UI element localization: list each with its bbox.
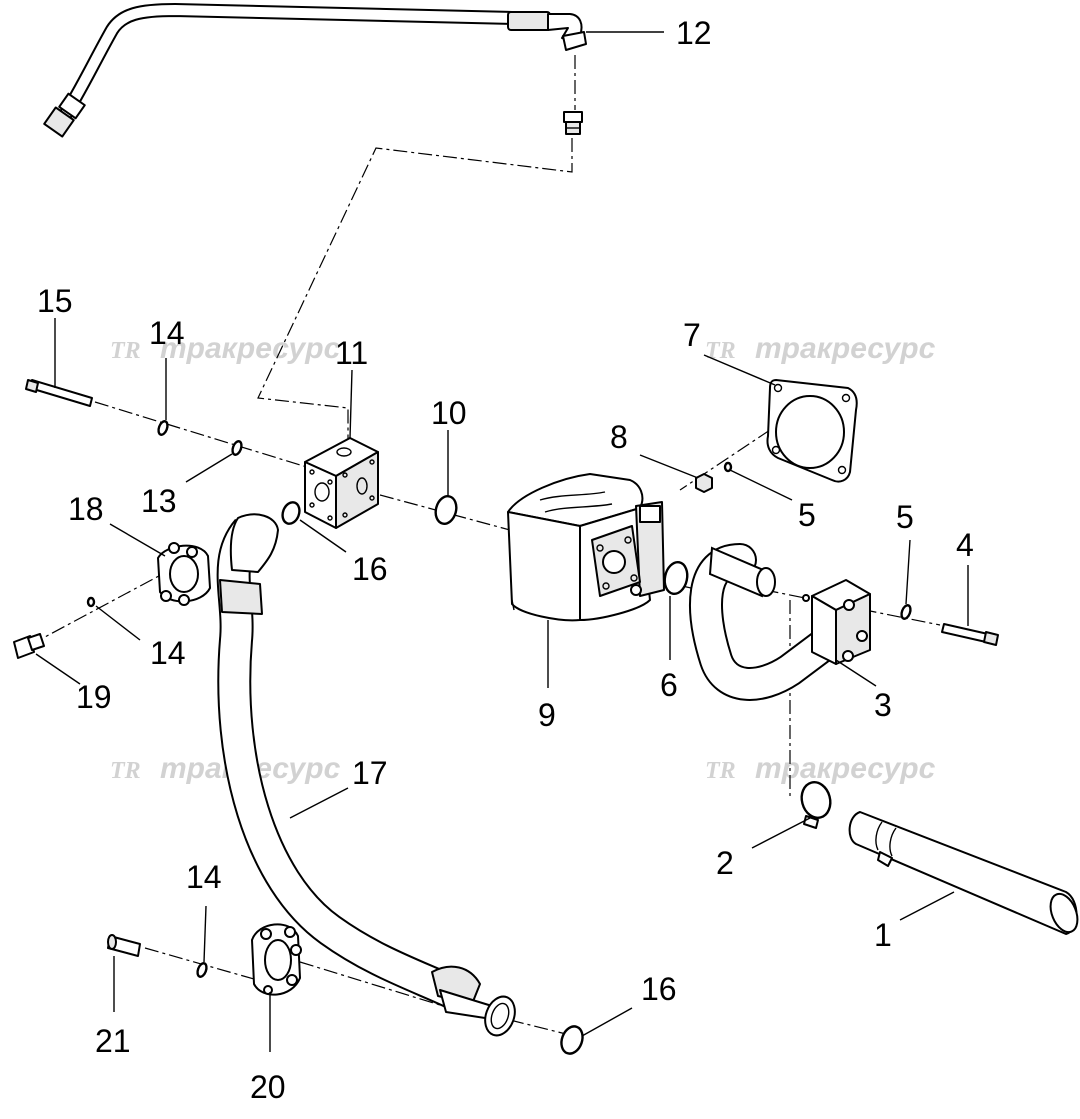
callout-18: 18 [68, 491, 104, 527]
svg-text:TR: TR [705, 758, 736, 784]
callout-9: 9 [538, 697, 556, 733]
watermark-top-left: TR тракресурс [110, 332, 341, 365]
callout-5-right: 5 [896, 499, 914, 535]
svg-text:TR: TR [110, 758, 141, 784]
callout-8: 8 [610, 419, 628, 455]
callout-10: 10 [431, 395, 467, 431]
part-10-o-ring [434, 495, 458, 525]
part-12-adapter-fitting [563, 111, 583, 135]
callout-16-lower: 16 [641, 971, 677, 1007]
callout-14-bottom: 14 [186, 859, 222, 895]
part-17-pressure-hose [216, 513, 516, 1037]
part-18-split-flange [157, 542, 211, 606]
svg-text:тракресурс: тракресурс [755, 752, 936, 785]
part-11-connector-block [304, 437, 379, 529]
part-4-bolt [941, 623, 999, 646]
callout-6: 6 [660, 667, 678, 703]
callout-1: 1 [874, 917, 892, 953]
part-19-bolt [13, 633, 45, 659]
callout-15: 15 [37, 283, 73, 319]
part-3-pipe-with-flange [689, 543, 871, 701]
callout-14-top: 14 [149, 315, 185, 351]
callout-20: 20 [250, 1069, 286, 1105]
svg-text:TR: TR [110, 338, 141, 364]
callout-21: 21 [95, 1023, 131, 1059]
part-14-o-ring-left [86, 596, 96, 608]
leader-lines [35, 31, 969, 1052]
part-1-suction-hose [848, 811, 1079, 935]
part-5-o-ring-right [900, 604, 912, 620]
watermark-bottom-right: TR тракресурс [705, 752, 936, 785]
callout-4: 4 [956, 527, 974, 563]
svg-text:тракресурс: тракресурс [755, 332, 936, 365]
watermark-top-right: TR тракресурс [705, 332, 936, 365]
part-15-long-bolt [25, 379, 93, 407]
callout-19: 19 [76, 679, 112, 715]
part-2-hose-clamp [800, 781, 832, 829]
part-21-bolt [107, 934, 141, 957]
callout-labels: 12 15 14 11 10 13 7 8 5 5 4 18 16 14 19 … [37, 15, 974, 1105]
part-20-split-flange [251, 923, 302, 996]
callout-3: 3 [874, 687, 892, 723]
callout-12: 12 [676, 15, 712, 51]
assembly-axis-lines [29, 55, 941, 1036]
callout-14-left: 14 [150, 635, 186, 671]
part-16-o-ring-upper [281, 501, 301, 525]
part-8-nut [695, 473, 713, 493]
callout-5-upper: 5 [798, 497, 816, 533]
part-9-hydraulic-pump [507, 473, 665, 622]
part-14-o-ring-upper [157, 420, 169, 436]
callout-16-upper: 16 [352, 551, 388, 587]
callout-7: 7 [683, 317, 701, 353]
svg-text:тракресурс: тракресурс [160, 332, 341, 365]
part-13-o-ring [231, 440, 243, 456]
part-16-o-ring-lower [560, 1025, 584, 1055]
part-6-o-ring [663, 560, 689, 596]
part-14-o-ring-bottom [196, 962, 208, 978]
callout-2: 2 [716, 845, 734, 881]
callout-13: 13 [141, 483, 177, 519]
part-12-hose-assembly [43, 2, 587, 138]
callout-11: 11 [335, 335, 368, 371]
callout-17: 17 [352, 755, 388, 791]
part-5-o-ring-upper [723, 461, 733, 473]
svg-text:TR: TR [705, 338, 736, 364]
part-7-gasket [766, 379, 858, 483]
